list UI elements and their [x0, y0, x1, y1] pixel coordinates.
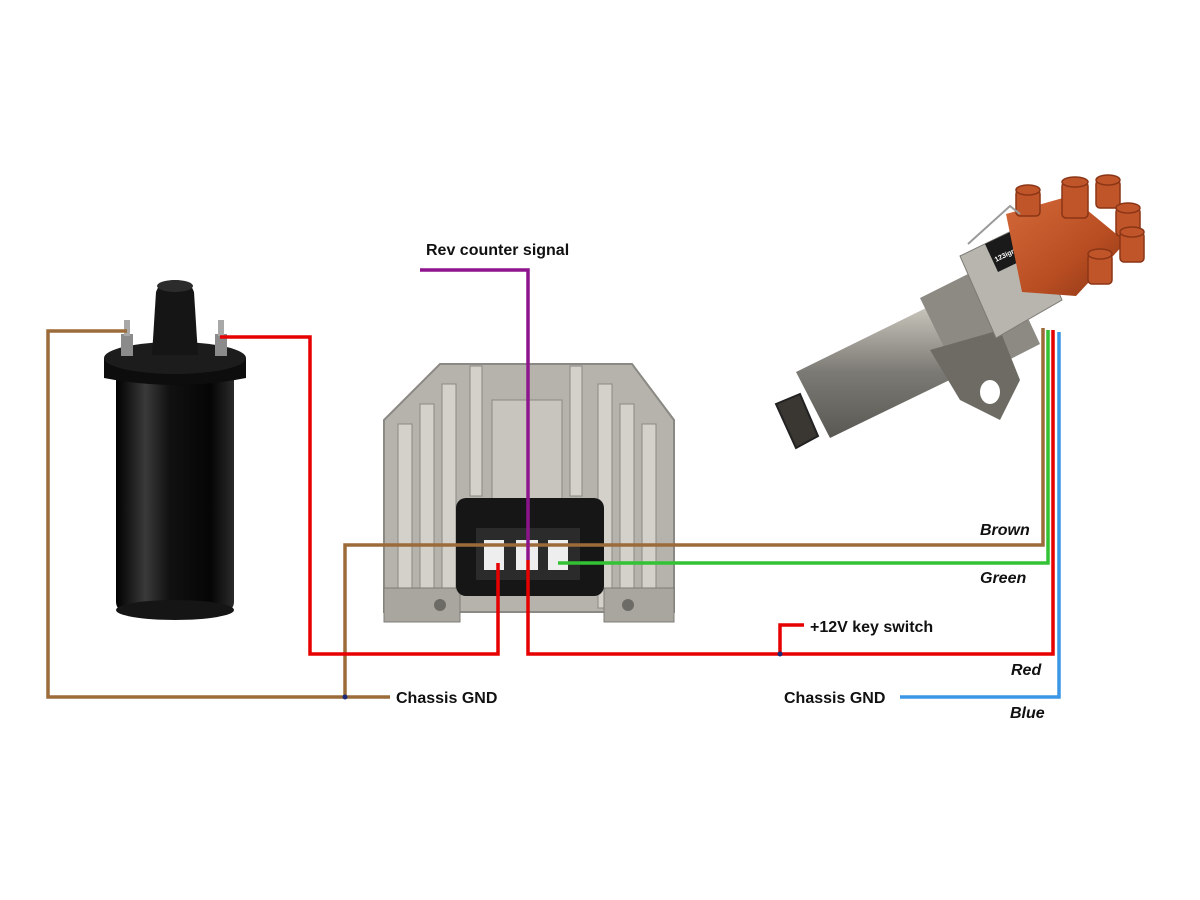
- distributor: 123ignition: [774, 174, 1145, 450]
- module-fins: [397, 365, 657, 609]
- wire-green-distributor: [558, 330, 1050, 565]
- junction-node-gnd: [342, 694, 348, 700]
- distributor-drive-gear: [774, 392, 820, 450]
- wire-brown-distributor: [493, 328, 1045, 547]
- label-wire-blue: Blue: [1010, 705, 1045, 722]
- junction-node-key: [777, 651, 783, 657]
- label-wire-green: Green: [980, 570, 1026, 587]
- wire-brown-coil-gnd: [46, 329, 390, 699]
- label-chassis-gnd-left: Chassis GND: [396, 690, 497, 707]
- wire-red-key-switch: [778, 623, 804, 654]
- wire-brown-module-gnd: [343, 543, 493, 697]
- coil-tower-top: [157, 280, 193, 292]
- wire-purple-rev: [420, 268, 530, 560]
- module-mount-hole-left: [434, 599, 446, 611]
- ignition-coil: [104, 280, 246, 620]
- module-mount-hole-right: [622, 599, 634, 611]
- distributor-clamp-slot: [980, 380, 1000, 404]
- coil-body: [116, 368, 234, 612]
- coil-terminal-left-stud: [124, 320, 130, 336]
- coil-top-cap: [104, 342, 246, 374]
- ignition-module: [383, 363, 675, 623]
- wire-red-power: [526, 330, 1055, 656]
- distributor-cap-towers: [1015, 174, 1145, 285]
- label-wire-red: Red: [1011, 662, 1042, 679]
- coil-tower: [152, 280, 198, 355]
- label-key-switch: +12V key switch: [810, 619, 933, 636]
- wire-blue-gnd: [900, 332, 1061, 699]
- distributor-cap-clip: [967, 204, 1021, 245]
- connector-pin-left: [484, 540, 504, 570]
- labels: Rev counter signal Chassis GND Chassis G…: [396, 242, 1045, 722]
- label-chassis-gnd-right: Chassis GND: [784, 690, 885, 707]
- wire-red-coil-module: [220, 335, 500, 656]
- label-wire-brown: Brown: [980, 522, 1030, 539]
- wires: [46, 268, 1061, 700]
- coil-bottom: [116, 600, 234, 620]
- coil-terminal-right: [215, 334, 227, 356]
- label-rev-counter-signal: Rev counter signal: [426, 242, 569, 259]
- coil-terminal-right-stud: [218, 320, 224, 336]
- coil-terminal-left: [121, 334, 133, 356]
- distributor-shaft: [796, 306, 962, 438]
- module-flange: [383, 587, 675, 623]
